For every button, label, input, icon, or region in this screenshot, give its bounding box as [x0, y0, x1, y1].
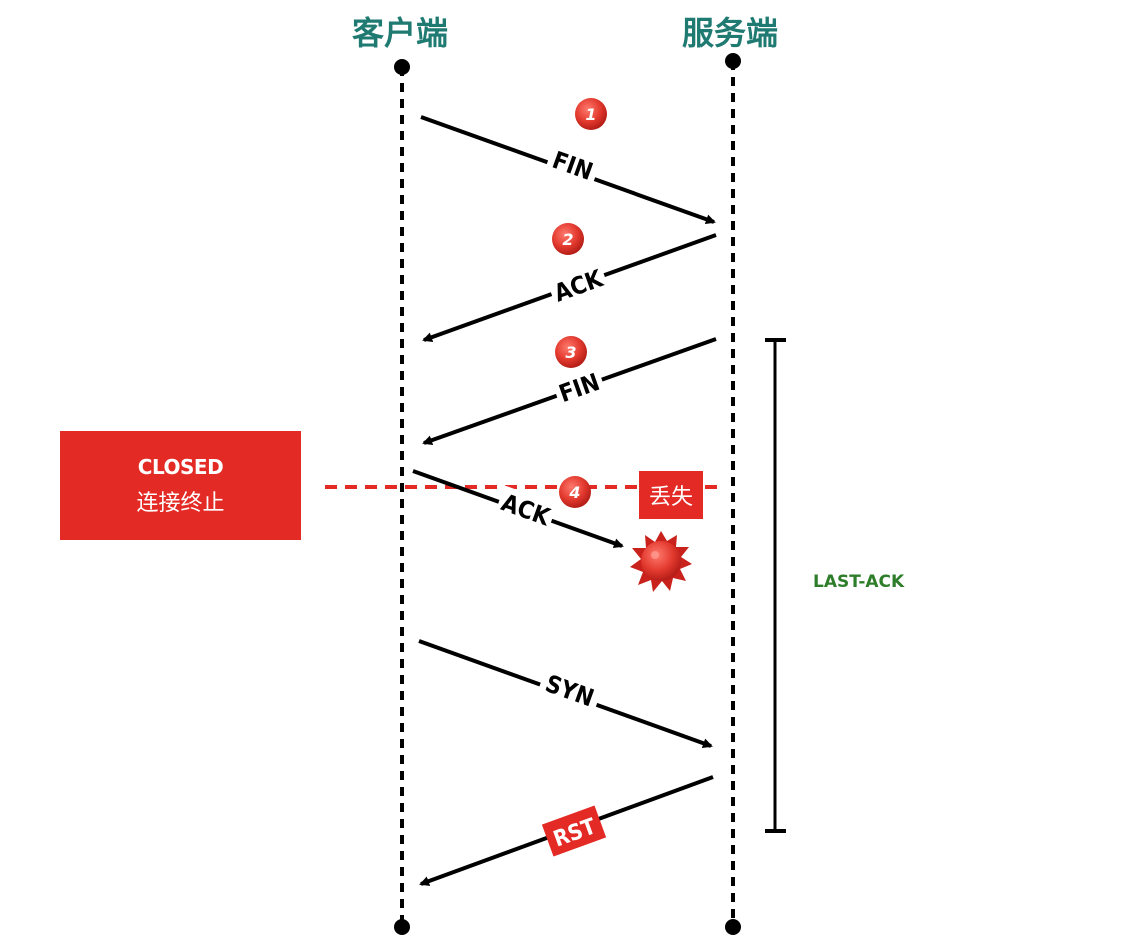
last-ack-state-label: LAST-ACK: [813, 572, 905, 592]
step-badge-4: 4: [559, 476, 591, 508]
client-title: 客户端: [352, 14, 449, 52]
client-lifeline: [394, 59, 410, 935]
message-fin-1: FIN: [420, 115, 716, 225]
server-lifeline: [725, 53, 741, 935]
closed-state-box: CLOSED 连接终止: [60, 431, 301, 540]
step-badge-1: 1: [575, 98, 607, 130]
closed-title: CLOSED: [137, 454, 224, 479]
packet-loss-splat-icon: [630, 531, 692, 592]
message-syn: SYN: [418, 639, 713, 748]
lost-tag: 丢失: [639, 471, 703, 519]
message-ack-4-lost: ACK: [412, 469, 624, 549]
server-title: 服务端: [682, 14, 779, 52]
syn-label: SYN: [542, 669, 598, 712]
svg-text:3: 3: [565, 343, 576, 362]
last-ack-bracket: [765, 338, 786, 833]
message-rst: RST: [419, 775, 714, 886]
step-badge-3: 3: [555, 336, 587, 368]
ack-2-label: ACK: [550, 264, 607, 307]
svg-text:1: 1: [585, 105, 596, 124]
closed-subtitle: 连接终止: [136, 490, 225, 516]
svg-text:4: 4: [568, 483, 580, 502]
ack-4-label: ACK: [498, 488, 555, 531]
svg-text:2: 2: [562, 230, 573, 249]
step-badge-2: 2: [552, 223, 584, 255]
